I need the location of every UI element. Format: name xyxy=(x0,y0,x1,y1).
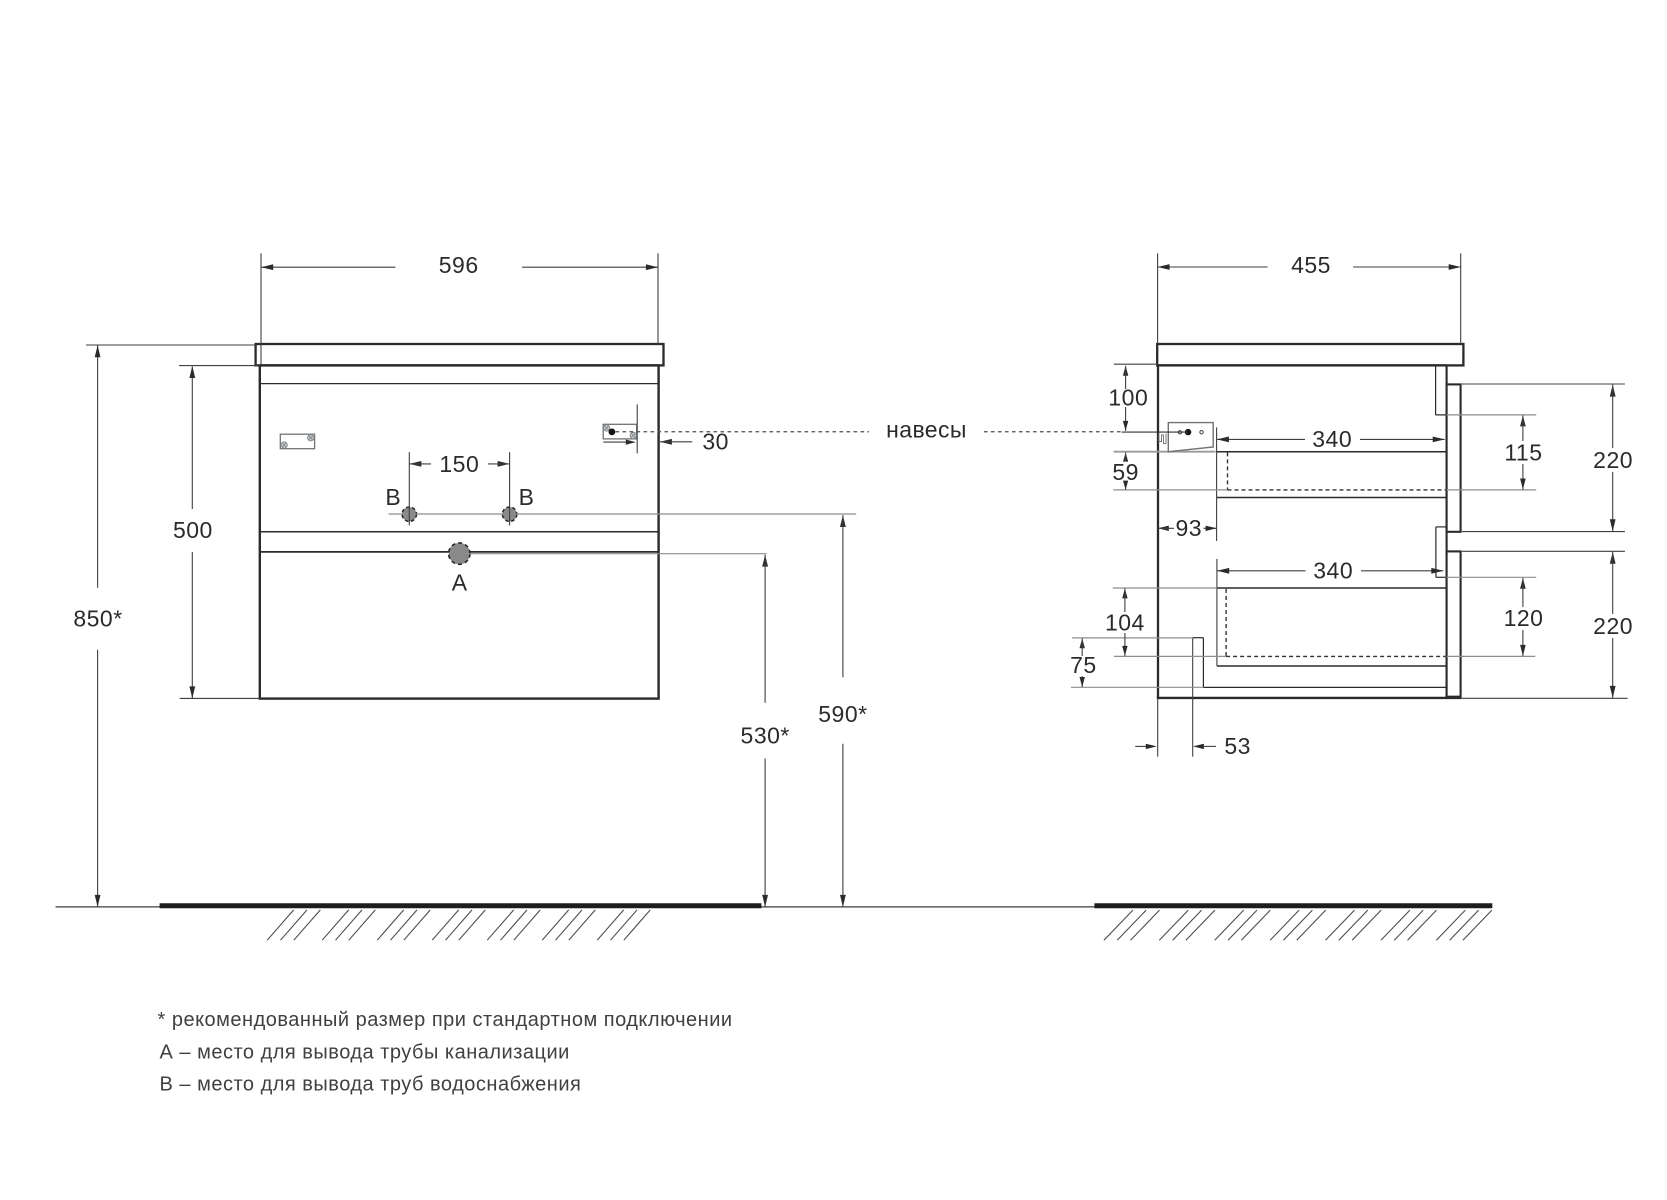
svg-text:340: 340 xyxy=(1312,426,1352,452)
svg-text:590*: 590* xyxy=(818,701,867,727)
svg-text:530*: 530* xyxy=(741,722,790,748)
svg-text:500: 500 xyxy=(173,517,213,543)
svg-text:навесы: навесы xyxy=(886,416,967,442)
svg-text:A: A xyxy=(452,569,468,595)
svg-text:120: 120 xyxy=(1504,605,1544,631)
svg-text:59: 59 xyxy=(1112,459,1139,485)
svg-text:B: B xyxy=(385,484,400,510)
svg-text:75: 75 xyxy=(1070,652,1097,678)
svg-text:В – место для вывода труб водо: В – место для вывода труб водоснабжения xyxy=(160,1074,582,1096)
svg-text:А – место для вывода трубы кан: А – место для вывода трубы канализации xyxy=(160,1041,570,1063)
svg-text:104: 104 xyxy=(1105,609,1145,635)
svg-text:93: 93 xyxy=(1176,515,1203,541)
svg-text:B: B xyxy=(519,484,534,510)
svg-text:30: 30 xyxy=(702,428,729,454)
svg-text:340: 340 xyxy=(1313,558,1353,584)
svg-text:53: 53 xyxy=(1224,733,1251,759)
svg-text:100: 100 xyxy=(1108,384,1148,410)
svg-text:* рекомендованный размер при с: * рекомендованный размер при стандартном… xyxy=(158,1009,733,1031)
svg-text:220: 220 xyxy=(1593,613,1633,639)
svg-text:455: 455 xyxy=(1291,252,1331,278)
svg-text:115: 115 xyxy=(1504,439,1542,465)
svg-text:850*: 850* xyxy=(73,606,122,632)
svg-text:596: 596 xyxy=(439,252,479,278)
svg-text:150: 150 xyxy=(439,451,479,477)
svg-text:220: 220 xyxy=(1593,447,1633,473)
